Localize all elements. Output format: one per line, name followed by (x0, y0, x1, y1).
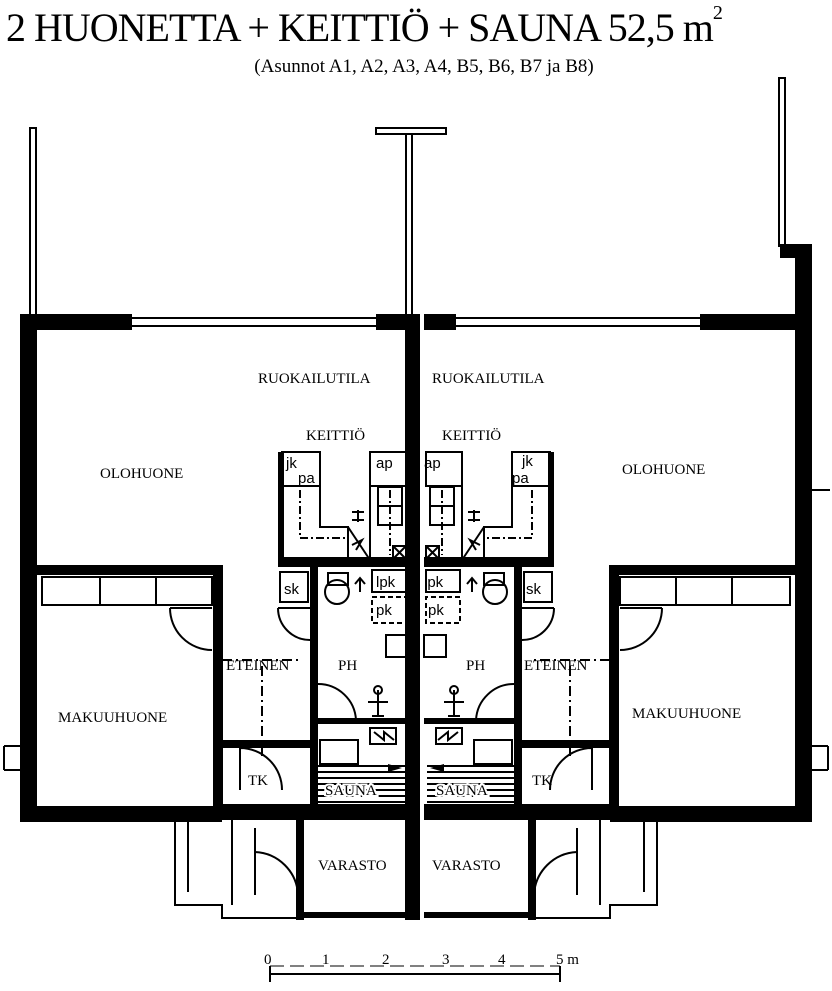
left-kitchen-label: KEITTIÖ (306, 427, 365, 444)
left-pa-label: pa (298, 470, 315, 487)
left-lpk-label: lpk (376, 574, 396, 591)
right-pk-label: pk (428, 602, 444, 619)
right-sk-label: sk (526, 581, 542, 598)
right-sauna-label: SAUNA (436, 783, 488, 799)
left-bath-label: PH (338, 658, 357, 674)
right-hall-label: ETEINEN (524, 658, 587, 674)
party-wall (405, 314, 420, 920)
title-superscript: 2 (712, 2, 723, 24)
left-dining-label: RUOKAILUTILA (258, 371, 371, 387)
right-bath-label: PH (466, 658, 485, 674)
left-hall-label: ETEINEN (226, 658, 289, 674)
right-bedroom-label: MAKUUHUONE (632, 706, 741, 722)
left-apartment-walls (3, 314, 409, 920)
plan-title: 2 HUONETTA + KEITTIÖ + SAUNA 52,5 m2 (0, 2, 832, 51)
right-ap-label: ap (424, 455, 441, 472)
left-sauna-label: SAUNA (325, 783, 377, 799)
right-apartment-walls (423, 313, 829, 921)
left-bedroom-label: MAKUUHUONE (58, 710, 167, 726)
left-living-label: OLOHUONE (100, 466, 183, 482)
scale-tick-5: 5 m (556, 952, 579, 968)
left-sk-label: sk (284, 581, 300, 598)
balcony-posts (29, 77, 786, 317)
right-pa-label: pa (512, 470, 529, 487)
scale-tick-4: 4 (498, 952, 506, 968)
right-kitchen-label: KEITTIÖ (442, 427, 501, 444)
right-living-label: OLOHUONE (622, 462, 705, 478)
right-dining-label: RUOKAILUTILA (432, 371, 545, 387)
plan-subtitle: (Asunnot A1, A2, A3, A4, B5, B6, B7 ja B… (254, 56, 594, 77)
left-jk-label: jk (285, 455, 297, 472)
left-closet-label: TK (248, 773, 268, 789)
scale-tick-2: 2 (382, 952, 390, 968)
scale-bar: 0 1 2 3 4 5 m (264, 952, 579, 982)
title-text: 2 HUONETTA + KEITTIÖ + SAUNA 52,5 m (6, 5, 714, 50)
right-storage-label: VARASTO (432, 858, 501, 874)
scale-tick-0: 0 (264, 952, 272, 968)
left-ap-label: ap (376, 455, 393, 472)
right-closet-label: TK (532, 773, 552, 789)
right-jk-label: jk (521, 453, 533, 470)
left-pk-label: pk (376, 602, 392, 619)
scale-tick-1: 1 (322, 952, 330, 968)
scale-tick-3: 3 (442, 952, 450, 968)
right-lpk-label: lpk (424, 574, 444, 591)
left-storage-label: VARASTO (318, 858, 387, 874)
